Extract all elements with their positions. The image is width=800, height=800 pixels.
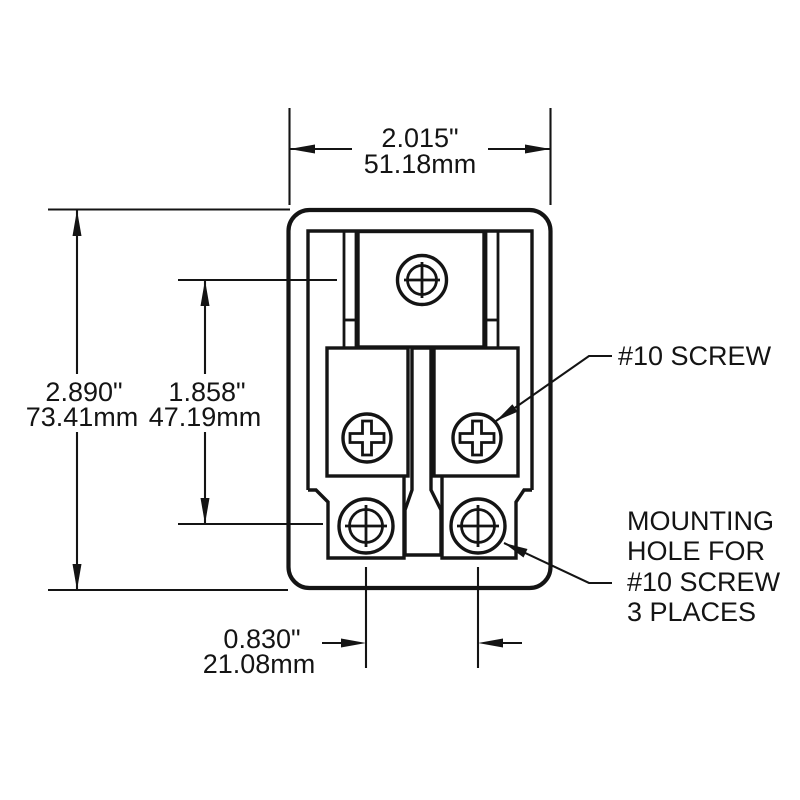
width-arrow-right xyxy=(525,144,551,154)
mounting-hole-label-line-3: #10 SCREW xyxy=(627,567,781,597)
callout-screw: #10 SCREW xyxy=(495,341,772,422)
mounting-hole-label-line-2: HOLE FOR xyxy=(627,536,765,566)
screw-leader-arrow xyxy=(496,404,518,421)
height-arrow-top xyxy=(72,210,82,236)
callout-mounting-hole: MOUNTING HOLE FOR #10 SCREW 3 PLACES xyxy=(503,506,781,627)
height-arrow-bottom xyxy=(72,564,82,590)
right-bottom-hole-outer-circle xyxy=(449,497,507,555)
left-terminal-block xyxy=(325,346,410,478)
dimension-overall-width: 2.015" 51.18mm xyxy=(288,108,552,205)
left-terminal-screw-phillips-cross xyxy=(348,419,386,457)
right-terminal-screw xyxy=(451,412,503,464)
hspan-arrow-left xyxy=(341,638,366,648)
left-bottom-hole-outer-circle xyxy=(337,497,395,555)
top-mounting-hole xyxy=(395,253,449,307)
hspan-arrow-right xyxy=(478,638,503,648)
left-mounting-foot xyxy=(308,476,406,560)
screw-label: #10 SCREW xyxy=(618,341,772,371)
top-hole-outer-circle xyxy=(395,253,449,307)
center-divider-tongue xyxy=(403,346,443,557)
mounting-hole-leader-line xyxy=(503,542,612,585)
vspan-arrow-bottom xyxy=(200,498,210,524)
mounting-hole-label-line-1: MOUNTING xyxy=(627,506,774,536)
screw-leader-line xyxy=(495,354,612,422)
right-terminal-block xyxy=(432,346,520,478)
breaker-part xyxy=(286,207,553,591)
vspan-value-inches: 1.858" xyxy=(168,377,245,407)
width-arrow-left xyxy=(289,144,315,154)
vspan-value-millimeters: 47.19mm xyxy=(149,402,262,432)
width-value-inches: 2.015" xyxy=(381,123,458,153)
width-value-millimeters: 51.18mm xyxy=(364,149,477,179)
right-terminal-screw-head xyxy=(451,412,503,464)
mounting-hole-leader-arrow xyxy=(504,543,528,558)
left-terminal-screw-head xyxy=(341,412,393,464)
hspan-value-inches: 0.830" xyxy=(223,624,300,654)
height-value-millimeters: 73.41mm xyxy=(26,402,139,432)
body-outline xyxy=(286,207,553,591)
mounting-hole-label-line-4: 3 PLACES xyxy=(627,597,756,627)
dimension-overall-height: 2.890" 73.41mm xyxy=(26,208,290,592)
right-mounting-foot xyxy=(440,476,532,560)
height-value-inches: 2.890" xyxy=(45,377,122,407)
left-bottom-mounting-hole xyxy=(337,497,395,555)
dimension-mount-hole-horizontal-span: 0.830" 21.08mm xyxy=(203,567,522,679)
vspan-arrow-top xyxy=(200,280,210,306)
left-terminal-screw xyxy=(341,412,393,464)
right-bottom-mounting-hole xyxy=(449,497,507,555)
dimension-mount-hole-vertical-span: 1.858" 47.19mm xyxy=(149,278,337,526)
hspan-value-millimeters: 21.08mm xyxy=(203,649,316,679)
right-terminal-screw-phillips-cross xyxy=(458,419,496,457)
